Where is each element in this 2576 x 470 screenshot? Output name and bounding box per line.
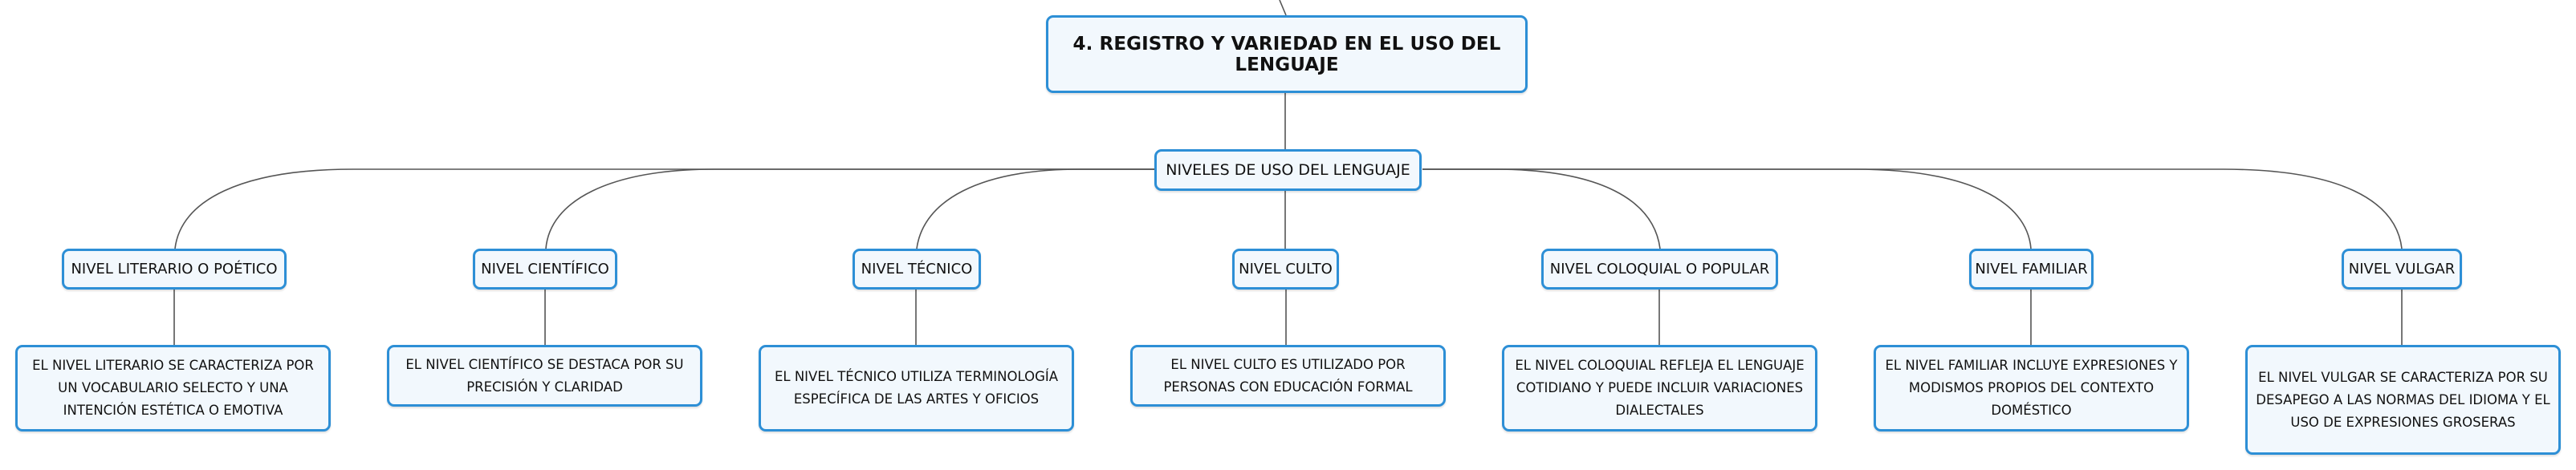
level-tecnico[interactable]: NIVEL TÉCNICO <box>853 249 981 290</box>
connector-sub-familiar <box>1422 168 2032 249</box>
connector-sub-cientifico <box>545 168 1156 249</box>
connector-sub-coloquial <box>1422 168 1661 249</box>
root-topic[interactable]: 4. REGISTRO Y VARIEDAD EN EL USO DEL LEN… <box>1046 15 1528 93</box>
level-cientifico[interactable]: NIVEL CIENTÍFICO <box>473 249 617 290</box>
level-vulgar[interactable]: NIVEL VULGAR <box>2342 249 2462 290</box>
level-coloquial[interactable]: NIVEL COLOQUIAL O POPULAR <box>1541 249 1778 290</box>
level-familiar[interactable]: NIVEL FAMILIAR <box>1969 249 2094 290</box>
level-culto[interactable]: NIVEL CULTO <box>1232 249 1339 290</box>
connector-sub-vulgar <box>1422 168 2403 249</box>
level-literario[interactable]: NIVEL LITERARIO O POÉTICO <box>62 249 287 290</box>
description-tecnico[interactable]: EL NIVEL TÉCNICO UTILIZA TERMINOLOGÍA ES… <box>759 345 1074 432</box>
connector-parent-root <box>1279 0 1287 16</box>
description-familiar[interactable]: EL NIVEL FAMILIAR INCLUYE EXPRESIONES Y … <box>1874 345 2189 432</box>
connector-sub-literario <box>174 168 1156 249</box>
description-vulgar[interactable]: EL NIVEL VULGAR SE CARACTERIZA POR SU DE… <box>2245 345 2561 455</box>
description-literario[interactable]: EL NIVEL LITERARIO SE CARACTERIZA POR UN… <box>15 345 331 432</box>
subtopic-niveles[interactable]: NIVELES DE USO DEL LENGUAJE <box>1154 149 1422 191</box>
description-cientifico[interactable]: EL NIVEL CIENTÍFICO SE DESTACA POR SU PR… <box>387 345 702 407</box>
description-coloquial[interactable]: EL NIVEL COLOQUIAL REFLEJA EL LENGUAJE C… <box>1502 345 1817 432</box>
connector-sub-tecnico <box>916 168 1156 249</box>
description-culto[interactable]: EL NIVEL CULTO ES UTILIZADO POR PERSONAS… <box>1130 345 1446 407</box>
